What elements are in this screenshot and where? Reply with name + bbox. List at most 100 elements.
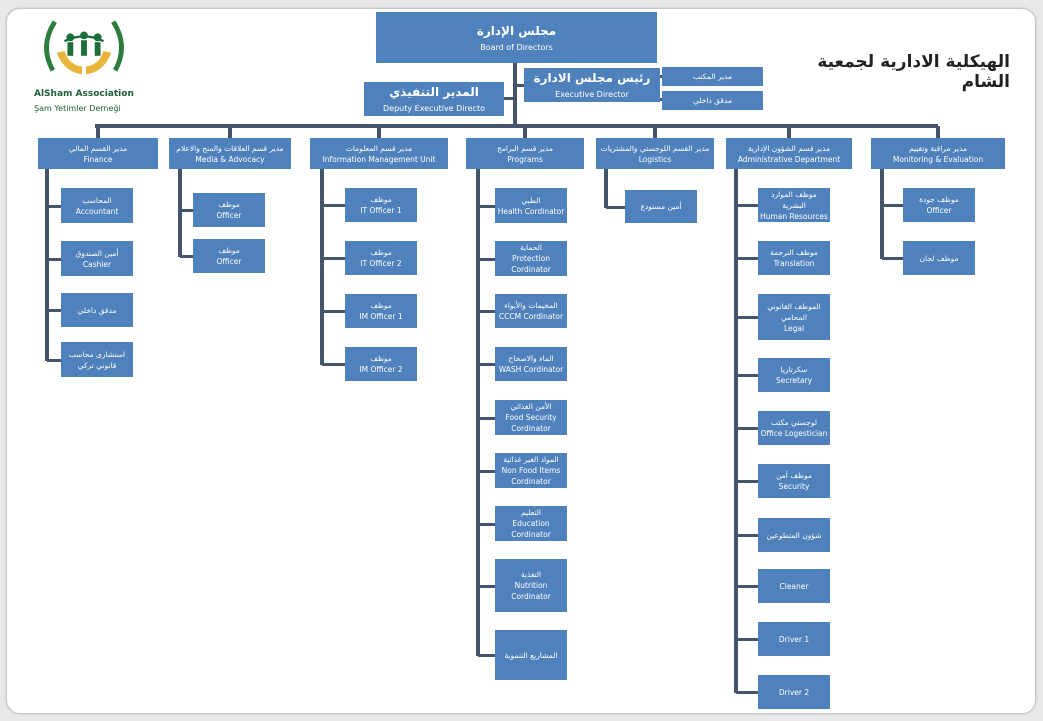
staff-branch-line (478, 310, 495, 313)
staff-box-ar-label: موظف (370, 301, 392, 310)
staff-box[interactable]: Cleaner (758, 569, 830, 603)
staff-branch-line (478, 522, 495, 526)
department-box-programs-en-label: Programs (507, 154, 543, 164)
staff-box[interactable]: موظف لجان (903, 241, 975, 275)
department-stem-line (880, 169, 884, 259)
staff-box-ar-label: مدقق داخلي (77, 305, 117, 315)
deputy-connector (504, 97, 515, 100)
staff-box-en-label: IT Officer 1 (360, 206, 402, 215)
staff-box[interactable]: المواد الغير غذائية Non Food Items Cordin… (495, 453, 567, 488)
staff-box-en-label: Health Cordinator (497, 206, 565, 216)
staff-branch-line (47, 204, 61, 208)
logo-name-en: AlSham Association (34, 89, 134, 99)
department-drop-line (653, 126, 657, 139)
staff-box[interactable]: المشاريع التنموية (495, 630, 567, 680)
department-drop-line (787, 126, 791, 139)
staff-box-ar-label: موظف الموارد البشرية (771, 189, 817, 210)
staff-branch-line (882, 204, 903, 207)
board-connector (513, 63, 517, 127)
staff-box-ar-label: موظف (370, 248, 392, 257)
department-stem-line (476, 169, 480, 656)
logo-name-tr: Şam Yetimler Derneği (34, 104, 121, 113)
staff-branch-line (478, 416, 495, 420)
executive-director-box[interactable]: رئيس مجلس الادارة Executive Director (524, 68, 660, 102)
staff-branch-line (736, 316, 758, 319)
staff-box-ar-label: الطبي (521, 195, 541, 205)
staff-box-en-label: Education Cordinator (511, 519, 551, 539)
staff-branch-line (478, 469, 495, 473)
staff-box-ar-label: التغذية (520, 570, 542, 579)
staff-box-ar-label: موظف (218, 246, 240, 255)
department-drop-line (523, 126, 527, 139)
staff-box-en-label: Cashier (82, 259, 112, 269)
staff-box-en-label: Food Security Cordinator (505, 413, 557, 433)
staff-box-ar-label: الماء والاصحاح (508, 354, 554, 363)
staff-box-en-label: Officer (926, 206, 952, 215)
staff-box[interactable]: شؤون المتطوعين (758, 518, 830, 552)
staff-box-en-label: Non Food Items Cordinator (501, 466, 561, 486)
staff-box[interactable]: مدقق داخلي (61, 293, 133, 327)
staff-branch-line (322, 310, 345, 313)
executive-director-box-ar-label: رئيس مجلس الادارة (533, 71, 651, 85)
staff-box[interactable]: استشارى محاسب قانوني تركي (61, 342, 133, 377)
department-box-media-advocacy-en-label: Media & Advocacy (195, 154, 265, 164)
department-box-media-advocacy-ar-label: مدير قسم العلاقات والمنح والاعلام (176, 143, 284, 153)
staff-box-en-label: Office Logestician (760, 429, 828, 438)
staff-box-ar-label: استشارى محاسب قانوني تركي (68, 349, 126, 370)
staff-branch-line (736, 585, 758, 588)
staff-box-ar-label: المخيمات والأيواء (504, 301, 558, 310)
office-manager-box[interactable]: مدير المكتب (662, 67, 763, 86)
staff-box[interactable]: Driver 2 (758, 675, 830, 709)
executive-director-box-en-label: Executive Director (555, 90, 629, 99)
internal-auditor-box-ar-label: مدقق داخلي (693, 96, 732, 105)
staff-box-en-label: Driver 1 (778, 634, 810, 644)
staff-box[interactable]: أمين مستودع (625, 190, 697, 223)
staff-box-en-label: Security (778, 482, 810, 491)
staff-box-en-label: WASH Cordinator (498, 365, 564, 374)
department-box-administrative-department-ar-label: مدير قسم الشؤون الإدارية (747, 143, 831, 153)
department-stem-line (734, 169, 738, 693)
department-box-monitoring-evaluation-ar-label: مدير مراقبة وتقييم (908, 143, 968, 153)
staff-box-ar-label: المواد الغير غذائية (503, 455, 559, 464)
staff-box-ar-label: شؤون المتطوعين (766, 530, 822, 540)
executive-connector (515, 84, 525, 87)
board-of-directors-box-en-label: Board of Directors (480, 42, 553, 52)
staff-branch-line (736, 204, 758, 207)
staff-branch-line (736, 534, 758, 537)
internal-auditor-box[interactable]: مدقق داخلي (662, 91, 763, 110)
department-drop-line (228, 126, 232, 139)
staff-branch-line (478, 257, 495, 261)
staff-box[interactable]: Driver 1 (758, 622, 830, 656)
staff-box[interactable]: الماء والاصحاح WASH Cordinator (495, 347, 567, 381)
